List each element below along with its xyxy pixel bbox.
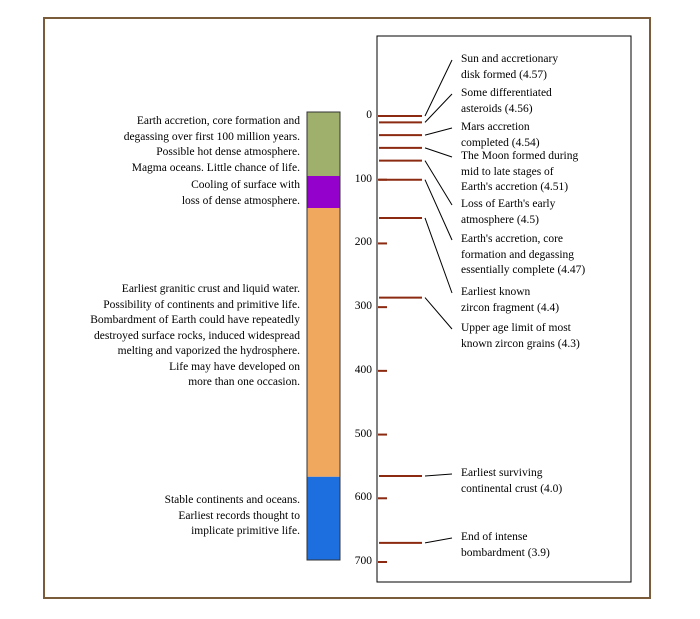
axis-tick-label: 600: [354, 491, 372, 504]
axis-tick-label: 500: [354, 427, 372, 440]
band-description-line: Stable continents and oceans.: [164, 494, 300, 506]
event-label-line: known zircon grains (4.3): [461, 337, 580, 350]
time-bands: [307, 112, 340, 560]
event-label-line: Some differentiated: [461, 87, 552, 99]
event-connector: [424, 147, 453, 158]
band-description: Earliest granitic crust and liquid water…: [90, 282, 300, 391]
event-connector: [424, 297, 453, 330]
event-label: End of intense bombardment (3.9): [461, 530, 550, 561]
event-label: Earliest surviving continental crust (4.0…: [461, 466, 562, 497]
event-label-line: Earth's accretion, core: [461, 233, 564, 245]
event-label: Upper age limit of most known zircon grai…: [461, 321, 580, 352]
band-4: [307, 476, 340, 560]
event-label: Mars accretion completed (4.54): [461, 120, 540, 151]
event-label-line: completed (4.54): [461, 136, 540, 149]
event-label-line: asteroids (4.56): [461, 102, 533, 115]
band-description-line: Bombardment of Earth could have repeated…: [90, 314, 300, 326]
band-description: Stable continents and oceans. Earliest re…: [165, 493, 300, 540]
event-label-line: mid to late stages of: [461, 165, 554, 178]
event-connector: [424, 473, 453, 477]
band-description-line: Earliest granitic crust and liquid water…: [121, 283, 300, 295]
band-3: [307, 208, 340, 477]
event-label: Some differentiated asteroids (4.56): [461, 86, 552, 117]
event-label: Sun and accretionary disk formed (4.57): [461, 52, 558, 83]
event-label: Earth's accretion, core formation and deg…: [461, 232, 585, 279]
band-description: Cooling of surface with loss of dense atm…: [182, 178, 300, 209]
band-description-line: Earliest records thought to: [178, 509, 300, 522]
event-label-line: Sun and accretionary: [461, 53, 559, 65]
event-connector: [424, 537, 453, 544]
band-description-line: Life may have developed on: [169, 360, 300, 373]
axis-tick-label: 100: [354, 172, 372, 185]
axis-tick-label: 0: [366, 109, 372, 121]
event-label-line: disk formed (4.57): [461, 68, 547, 81]
event-label-line: The Moon formed during: [461, 150, 579, 162]
band-2: [307, 176, 340, 208]
event-label-line: atmosphere (4.5): [461, 213, 539, 226]
event-connector: [424, 59, 453, 117]
band-description-line: implicate primitive life.: [191, 525, 300, 537]
event-connector: [424, 179, 453, 241]
band-description-line: loss of dense atmosphere.: [181, 194, 300, 207]
event-label-line: Loss of Earth's early: [461, 198, 556, 210]
band-description-line: Possibility of continents and primitive …: [103, 298, 300, 311]
event-label-line: Upper age limit of most: [461, 322, 571, 334]
event-connector: [424, 160, 453, 206]
event-label-line: Earliest surviving: [461, 467, 543, 479]
band-1: [307, 112, 340, 176]
event-label-line: End of intense: [461, 531, 528, 543]
band-description-line: degassing over first 100 million years.: [123, 130, 300, 143]
band-description-line: destroyed surface rocks, induced widespr…: [94, 329, 300, 342]
band-description-line: Earth accretion, core formation and: [136, 115, 300, 127]
event-label-line: continental crust (4.0): [461, 482, 563, 495]
event-label-line: Mars accretion: [461, 121, 530, 133]
event-label-line: bombardment (3.9): [461, 546, 550, 559]
column-outline: [306, 111, 341, 561]
event-label-line: essentially complete (4.47): [461, 264, 586, 276]
event-label-line: formation and degassing: [461, 248, 575, 261]
event-label: The Moon formed during mid to late stages…: [461, 149, 578, 196]
event-connector: [424, 93, 453, 123]
axis-tick-label: 400: [354, 363, 372, 376]
outer-frame: [43, 17, 651, 599]
event-label: Earliest known zircon fragment (4.4): [461, 285, 559, 316]
event-connector: [424, 127, 453, 136]
time-axis: [378, 115, 387, 563]
band-description-line: Magma oceans. Little chance of life.: [131, 161, 300, 174]
event-markers: [379, 59, 453, 544]
band-description-line: melting and vaporized the hydrosphere.: [117, 345, 300, 357]
event-label-line: Earliest known: [461, 286, 531, 298]
axis-tick-label: 200: [354, 236, 372, 249]
event-label: Loss of Earth's early atmosphere (4.5): [461, 197, 555, 228]
band-description: Earth accretion, core formation and degas…: [124, 114, 300, 176]
axis-tick-label: 700: [354, 555, 372, 567]
event-connector: [424, 217, 453, 294]
event-label-line: zircon fragment (4.4): [461, 301, 560, 314]
scale-panel: [376, 35, 632, 583]
band-description-line: Possible hot dense atmosphere.: [156, 146, 300, 158]
axis-tick-label: 300: [354, 300, 372, 313]
band-description-line: Cooling of surface with: [191, 179, 300, 191]
event-label-line: Earth's accretion (4.51): [461, 181, 569, 193]
band-description-line: more than one occasion.: [188, 376, 300, 388]
